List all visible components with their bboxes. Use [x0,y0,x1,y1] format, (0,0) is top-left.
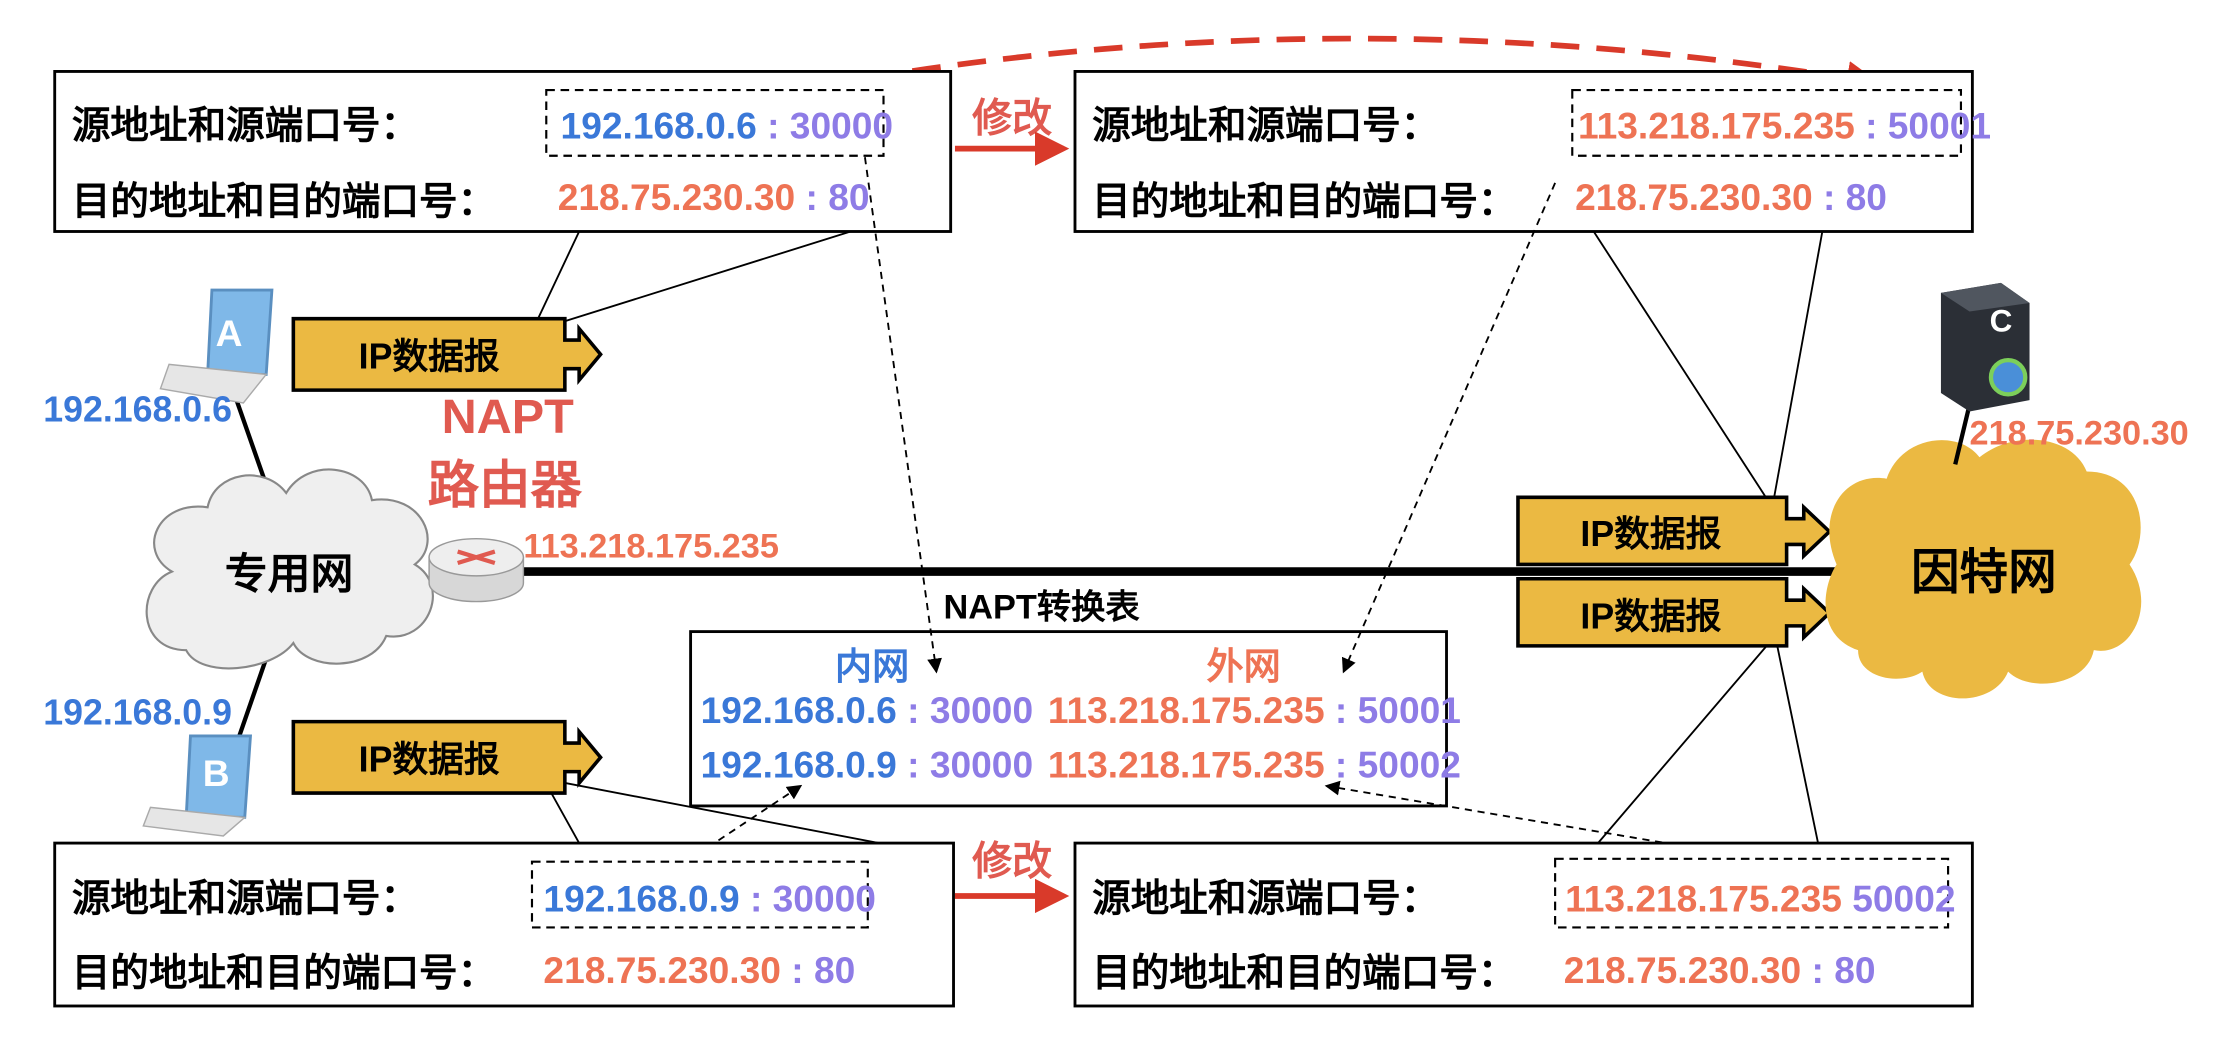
host-b-ip: 192.168.0.9 [43,692,232,732]
sep: : [1855,105,1888,147]
datagram-label: IP数据报 [359,740,500,780]
packet-box-bottom-left: 源地址和源端口号： 目的地址和目的端口号： 192.168.0.9 : 3000… [53,841,955,1008]
internet-cloud: 因特网 [1825,439,2142,699]
datagram-out-b: IP数据报 [1516,576,1833,648]
router-label-napt: NAPT [442,390,575,444]
router-label-name: 路由器 [428,456,583,514]
src-port: 30000 [773,878,876,920]
server-c-letter: C [1990,304,2013,339]
laptop-b-icon: B [142,734,253,837]
svg-text:192.168.0.6 : 30000: 192.168.0.6 : 30000 [561,105,894,147]
src-label: 源地址和源端口号： [1092,878,1439,921]
dst-ip: 218.75.230.30 [1564,949,1802,991]
table-row: 192.168.0.6 : 30000 [701,689,1034,731]
modify-label-top: 修改 [972,96,1052,140]
src-ip: 113.218.175.235 [1565,878,1842,920]
dst-ip: 218.75.230.30 [543,949,781,991]
datagram-b: IP数据报 [291,719,603,795]
table-header-outer: 外网 [1206,645,1280,687]
dst-port: 80 [1846,176,1887,218]
table-row: 113.218.175.235 : 50002 [1048,743,1461,785]
private-network-label: 专用网 [225,551,354,599]
host-b-letter: B [203,752,230,794]
src-ip: 192.168.0.9 [543,878,739,920]
svg-text:113.218.175.235 50002: 113.218.175.235 50002 [1565,878,1955,920]
src-label: 源地址和源端口号： [72,878,419,921]
dst-label: 目的地址和目的端口号： [1092,952,1516,995]
server-c-icon: C [1940,282,2030,412]
src-ip: 113.218.175.235 [1578,105,1855,147]
svg-text:218.75.230.30 : 80: 218.75.230.30 : 80 [1575,176,1887,218]
table-title: NAPT转换表 [944,589,1141,627]
host-a-letter: A [216,312,243,354]
sep [1842,878,1852,920]
svg-text:218.75.230.30 : 80: 218.75.230.30 : 80 [543,949,855,991]
packet-box-top-left: 源地址和源端口号： 目的地址和目的端口号： 192.168.0.6 : 3000… [53,70,953,233]
table-row: 113.218.175.235 : 50001 [1048,689,1461,731]
src-label: 源地址和源端口号： [1092,105,1439,148]
dst-label: 目的地址和目的端口号： [72,952,496,995]
svg-text:192.168.0.9 : 30000: 192.168.0.9 : 30000 [543,878,876,920]
host-a-ip: 192.168.0.6 [43,390,232,430]
router-public-ip: 113.218.175.235 [523,527,778,565]
dst-ip: 218.75.230.30 [1575,176,1813,218]
svg-text:218.75.230.30 : 80: 218.75.230.30 : 80 [558,176,870,218]
modify-label-bottom: 修改 [972,840,1052,884]
datagram-a: IP数据报 [291,316,603,392]
src-label: 源地址和源端口号： [72,105,419,148]
datagram-out: IP数据报 [1516,495,1833,567]
src-port: 50001 [1888,105,1991,147]
dst-port: 80 [814,949,855,991]
internet-label: 因特网 [1911,546,2057,600]
sep: : [1801,949,1834,991]
dst-label: 目的地址和目的端口号： [1092,180,1516,223]
sep: : [795,176,828,218]
dst-port: 80 [828,176,869,218]
server-ip: 218.75.230.30 [1970,414,2189,452]
table-row: 192.168.0.9 : 30000 [701,743,1034,785]
modify-arc-arrow [821,35,1881,96]
src-port: 30000 [790,105,893,147]
table-header-inner: 内网 [835,645,909,687]
src-ip: 192.168.0.6 [561,105,757,147]
dst-label: 目的地址和目的端口号： [72,180,496,223]
packet-box-top-right: 源地址和源端口号： 目的地址和目的端口号： 113.218.175.235 : … [1073,70,1991,233]
sep: : [740,878,773,920]
mapping-arrows [685,157,1752,863]
svg-text:218.75.230.30 : 80: 218.75.230.30 : 80 [1564,949,1876,991]
router-icon [428,538,525,603]
packet-box-bottom-right: 源地址和源端口号： 目的地址和目的端口号： 113.218.175.235 50… [1073,841,1974,1008]
svg-text:113.218.175.235 : 50001: 113.218.175.235 : 50001 [1578,105,1991,147]
laptop-a-icon: A [159,288,274,404]
datagram-label: IP数据报 [1580,514,1721,554]
napt-table: 内网 外网 192.168.0.6 : 30000 113.218.175.23… [689,630,1461,808]
datagram-label: IP数据报 [359,337,500,377]
sep: : [781,949,814,991]
dst-port: 80 [1834,949,1875,991]
datagram-label: IP数据报 [1580,597,1721,637]
sep: : [757,105,790,147]
private-network-cloud: 专用网 [145,468,434,670]
src-port: 50002 [1852,878,1955,920]
sep: : [1813,176,1846,218]
dst-ip: 218.75.230.30 [558,176,796,218]
